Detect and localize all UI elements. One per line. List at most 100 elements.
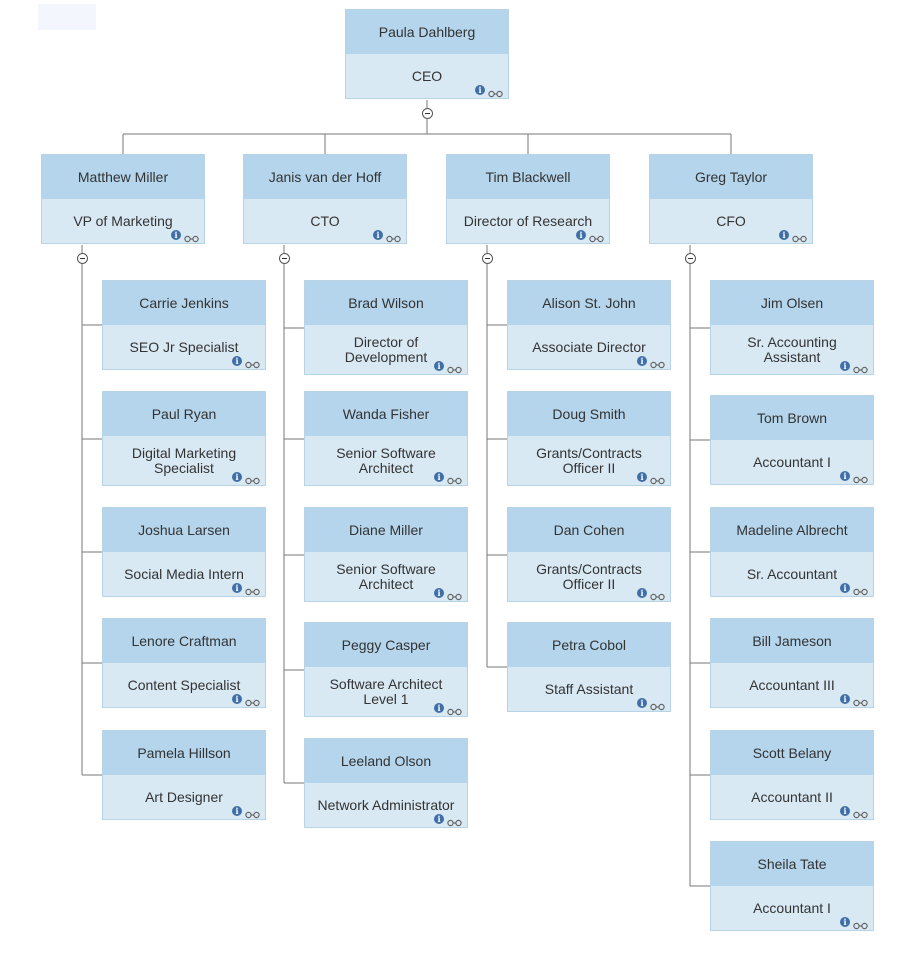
glasses-icon[interactable] <box>792 231 807 243</box>
card-actions: i <box>637 356 665 369</box>
card-actions: i <box>779 230 807 243</box>
glasses-icon[interactable] <box>650 357 665 369</box>
glasses-icon[interactable] <box>447 815 462 827</box>
glasses-icon[interactable] <box>245 584 260 596</box>
info-icon[interactable]: i <box>232 806 242 816</box>
glasses-icon[interactable] <box>447 704 462 716</box>
glasses-icon[interactable] <box>245 807 260 819</box>
info-icon[interactable]: i <box>840 583 850 593</box>
glasses-icon[interactable] <box>650 589 665 601</box>
employee-name: Paul Ryan <box>103 392 265 436</box>
info-icon[interactable]: i <box>232 472 242 482</box>
glasses-icon[interactable] <box>650 699 665 711</box>
info-icon[interactable]: i <box>637 588 647 598</box>
collapse-toggle-icon[interactable] <box>278 252 290 264</box>
info-icon[interactable]: i <box>840 917 850 927</box>
info-icon[interactable]: i <box>840 694 850 704</box>
glasses-icon[interactable] <box>853 362 868 374</box>
card-actions: i <box>434 703 462 716</box>
info-icon[interactable]: i <box>232 583 242 593</box>
info-icon[interactable]: i <box>373 230 383 240</box>
card-actions: i <box>637 698 665 711</box>
employee-name: Greg Taylor <box>650 155 812 199</box>
info-icon[interactable]: i <box>779 230 789 240</box>
employee-title: Digital Marketing Specialist <box>131 444 237 476</box>
card-actions: i <box>373 230 401 243</box>
info-icon[interactable]: i <box>840 471 850 481</box>
info-icon[interactable]: i <box>434 814 444 824</box>
collapse-toggle-icon[interactable] <box>76 252 88 264</box>
glasses-icon[interactable] <box>386 231 401 243</box>
collapse-toggle-icon[interactable] <box>481 252 493 264</box>
info-icon[interactable]: i <box>576 230 586 240</box>
info-icon[interactable]: i <box>171 230 181 240</box>
glasses-icon[interactable] <box>447 589 462 601</box>
info-icon[interactable]: i <box>637 472 647 482</box>
employee-name: Doug Smith <box>508 392 670 436</box>
employee-name: Petra Cobol <box>508 623 670 667</box>
info-icon[interactable]: i <box>475 85 485 95</box>
employee-title: Accountant III <box>749 676 835 693</box>
glasses-icon[interactable] <box>853 807 868 819</box>
glasses-icon[interactable] <box>853 918 868 930</box>
info-icon[interactable]: i <box>434 588 444 598</box>
info-icon[interactable]: i <box>840 806 850 816</box>
glasses-icon[interactable] <box>853 584 868 596</box>
glasses-icon[interactable] <box>650 473 665 485</box>
info-icon[interactable]: i <box>434 703 444 713</box>
glasses-icon[interactable] <box>853 695 868 707</box>
info-icon[interactable]: i <box>434 361 444 371</box>
info-icon[interactable]: i <box>232 694 242 704</box>
glasses-icon[interactable] <box>245 357 260 369</box>
employee-name: Tom Brown <box>711 396 873 440</box>
employee-title: Staff Assistant <box>544 680 634 697</box>
glasses-icon[interactable] <box>245 695 260 707</box>
collapse-toggle-icon[interactable] <box>421 107 433 119</box>
glasses-icon[interactable] <box>447 473 462 485</box>
glasses-icon[interactable] <box>853 472 868 484</box>
info-icon[interactable]: i <box>232 356 242 366</box>
employee-name: Scott Belany <box>711 731 873 775</box>
glasses-icon[interactable] <box>488 86 503 98</box>
glasses-icon[interactable] <box>184 231 199 243</box>
employee-name: Wanda Fisher <box>305 392 467 436</box>
collapse-toggle-icon[interactable] <box>684 252 696 264</box>
glasses-icon[interactable] <box>245 473 260 485</box>
glasses-icon[interactable] <box>447 362 462 374</box>
info-icon[interactable]: i <box>637 698 647 708</box>
info-icon[interactable]: i <box>637 356 647 366</box>
info-icon[interactable]: i <box>840 361 850 371</box>
glasses-icon[interactable] <box>589 231 604 243</box>
card-actions: i <box>232 694 260 707</box>
info-icon[interactable]: i <box>434 472 444 482</box>
